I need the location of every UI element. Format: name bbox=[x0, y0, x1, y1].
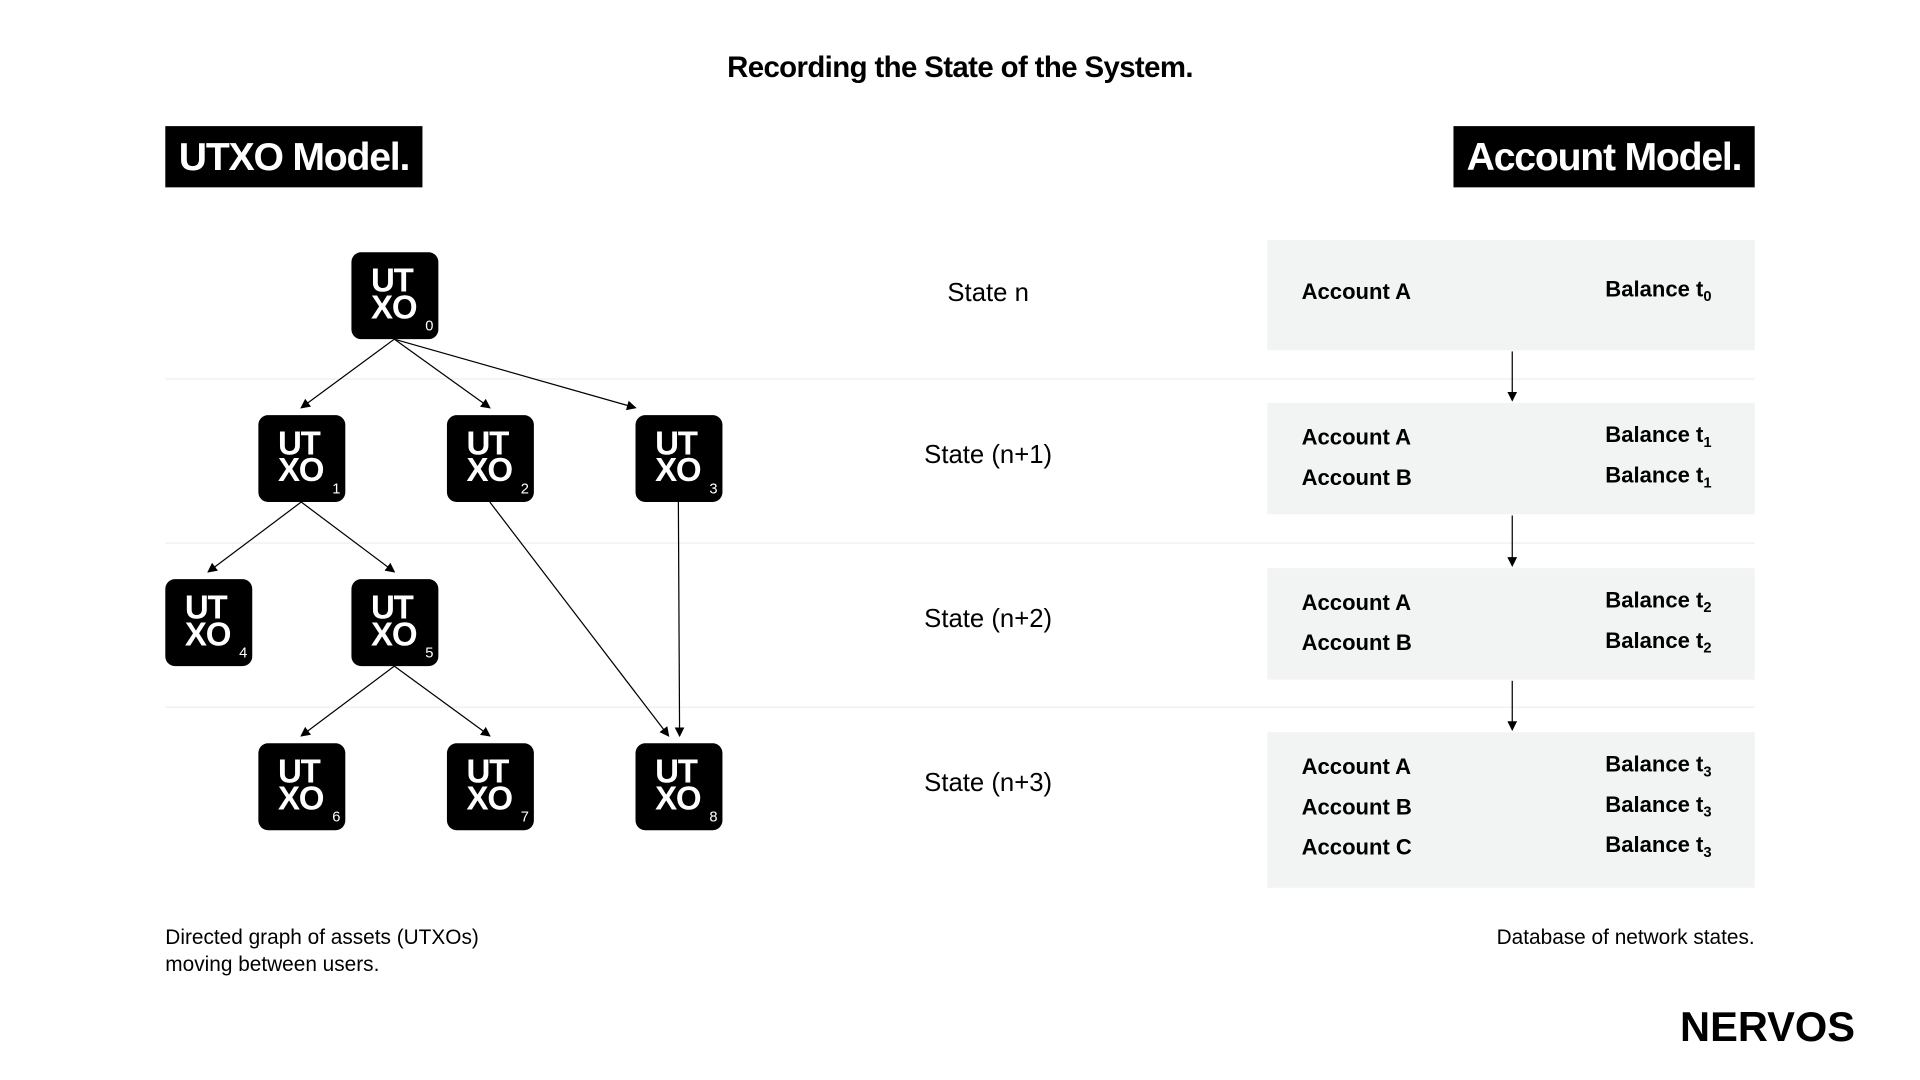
node-text: XO bbox=[466, 451, 514, 489]
account-name: Account B bbox=[1301, 465, 1412, 490]
account-model-header: Account Model. bbox=[1453, 126, 1755, 188]
divider bbox=[165, 542, 1755, 544]
account-name: Account B bbox=[1301, 630, 1412, 656]
utxo-edge bbox=[393, 665, 491, 737]
account-name: Account B bbox=[1301, 794, 1412, 820]
balance: Balance t3 bbox=[1605, 752, 1711, 780]
balance-subscript: 1 bbox=[1703, 433, 1712, 451]
divider bbox=[165, 378, 1755, 380]
balance: Balance t1 bbox=[1605, 422, 1711, 450]
account-name: Account A bbox=[1301, 424, 1412, 450]
node-index: 5 bbox=[425, 644, 434, 662]
balance-label: Balance t bbox=[1605, 832, 1704, 858]
node-text: UT bbox=[466, 424, 510, 462]
node-text: UT bbox=[466, 753, 510, 790]
caption-line: moving between users. bbox=[165, 952, 380, 976]
state-label: State n bbox=[947, 279, 1029, 308]
node-text: UT bbox=[371, 588, 414, 626]
state-label: State (n+1) bbox=[924, 440, 1053, 469]
node-text: UT bbox=[655, 424, 698, 462]
node-index: 2 bbox=[520, 480, 529, 498]
nervos-logo: NERVOS bbox=[1680, 1004, 1856, 1051]
balance-label: Balance t bbox=[1605, 276, 1704, 302]
balance-label: Balance t bbox=[1605, 628, 1704, 653]
node-text: UT bbox=[277, 424, 321, 462]
utxo-edge bbox=[300, 665, 395, 737]
utxo-edge bbox=[207, 501, 302, 573]
node-text: XO bbox=[277, 780, 325, 817]
node-index: 7 bbox=[520, 808, 529, 826]
account-name: Account A bbox=[1301, 279, 1412, 304]
account-caption: Database of network states. bbox=[1496, 925, 1755, 949]
balance-label: Balance t bbox=[1605, 792, 1704, 817]
utxo-edge bbox=[394, 338, 637, 411]
balance: Balance t1 bbox=[1605, 463, 1711, 491]
balance: Balance t2 bbox=[1605, 628, 1711, 656]
account-state-box: Account A Balance t0 bbox=[1267, 240, 1755, 351]
state-label: State (n+2) bbox=[924, 604, 1053, 634]
node-text: XO bbox=[184, 615, 232, 653]
account-name: Account A bbox=[1301, 754, 1412, 779]
utxo-edge bbox=[300, 338, 395, 409]
balance-label: Balance t bbox=[1605, 462, 1704, 488]
node-text: UT bbox=[184, 588, 228, 626]
node-text: UT bbox=[371, 262, 414, 299]
node-index: 8 bbox=[709, 808, 718, 826]
state-label: State (n+3) bbox=[924, 768, 1053, 798]
node-index: 0 bbox=[425, 317, 434, 335]
node-index: 1 bbox=[332, 480, 341, 498]
node-text: XO bbox=[371, 288, 418, 326]
caption-line: Directed graph of assets (UTXOs) bbox=[165, 925, 479, 949]
utxo-edge bbox=[300, 501, 396, 573]
utxo-caption: Directed graph of assets (UTXOs) moving … bbox=[165, 924, 479, 978]
balance-subscript: 3 bbox=[1703, 803, 1712, 821]
node-text: XO bbox=[655, 780, 702, 817]
balance-subscript: 1 bbox=[1703, 473, 1712, 492]
page-title: Recording the State of the System. bbox=[727, 51, 1193, 85]
utxo-model-header: UTXO Model. bbox=[165, 126, 423, 188]
balance-subscript: 0 bbox=[1703, 287, 1712, 305]
node-text: XO bbox=[371, 615, 418, 653]
balance-label: Balance t bbox=[1605, 751, 1704, 777]
node-index: 6 bbox=[332, 808, 341, 826]
utxo-edge bbox=[674, 502, 685, 738]
balance-subscript: 3 bbox=[1703, 843, 1712, 861]
balance-subscript: 2 bbox=[1703, 598, 1712, 616]
account-name: Account C bbox=[1301, 835, 1412, 860]
node-index: 3 bbox=[709, 480, 718, 498]
node-text: XO bbox=[655, 451, 702, 489]
balance-subscript: 3 bbox=[1703, 762, 1712, 781]
balance-label: Balance t bbox=[1605, 422, 1704, 447]
balance-subscript: 2 bbox=[1703, 639, 1712, 657]
node-text: UT bbox=[277, 753, 321, 790]
account-name: Account A bbox=[1301, 590, 1412, 615]
utxo-edge bbox=[393, 338, 491, 409]
balance: Balance t3 bbox=[1605, 792, 1711, 820]
balance: Balance t0 bbox=[1605, 277, 1711, 305]
utxo-edge bbox=[489, 501, 670, 737]
balance: Balance t2 bbox=[1605, 588, 1711, 616]
node-index: 4 bbox=[239, 644, 248, 662]
balance: Balance t3 bbox=[1605, 833, 1711, 861]
node-text: XO bbox=[277, 451, 325, 489]
divider bbox=[165, 706, 1755, 708]
balance-label: Balance t bbox=[1605, 587, 1704, 613]
node-text: UT bbox=[655, 753, 698, 790]
node-text: XO bbox=[466, 780, 514, 817]
